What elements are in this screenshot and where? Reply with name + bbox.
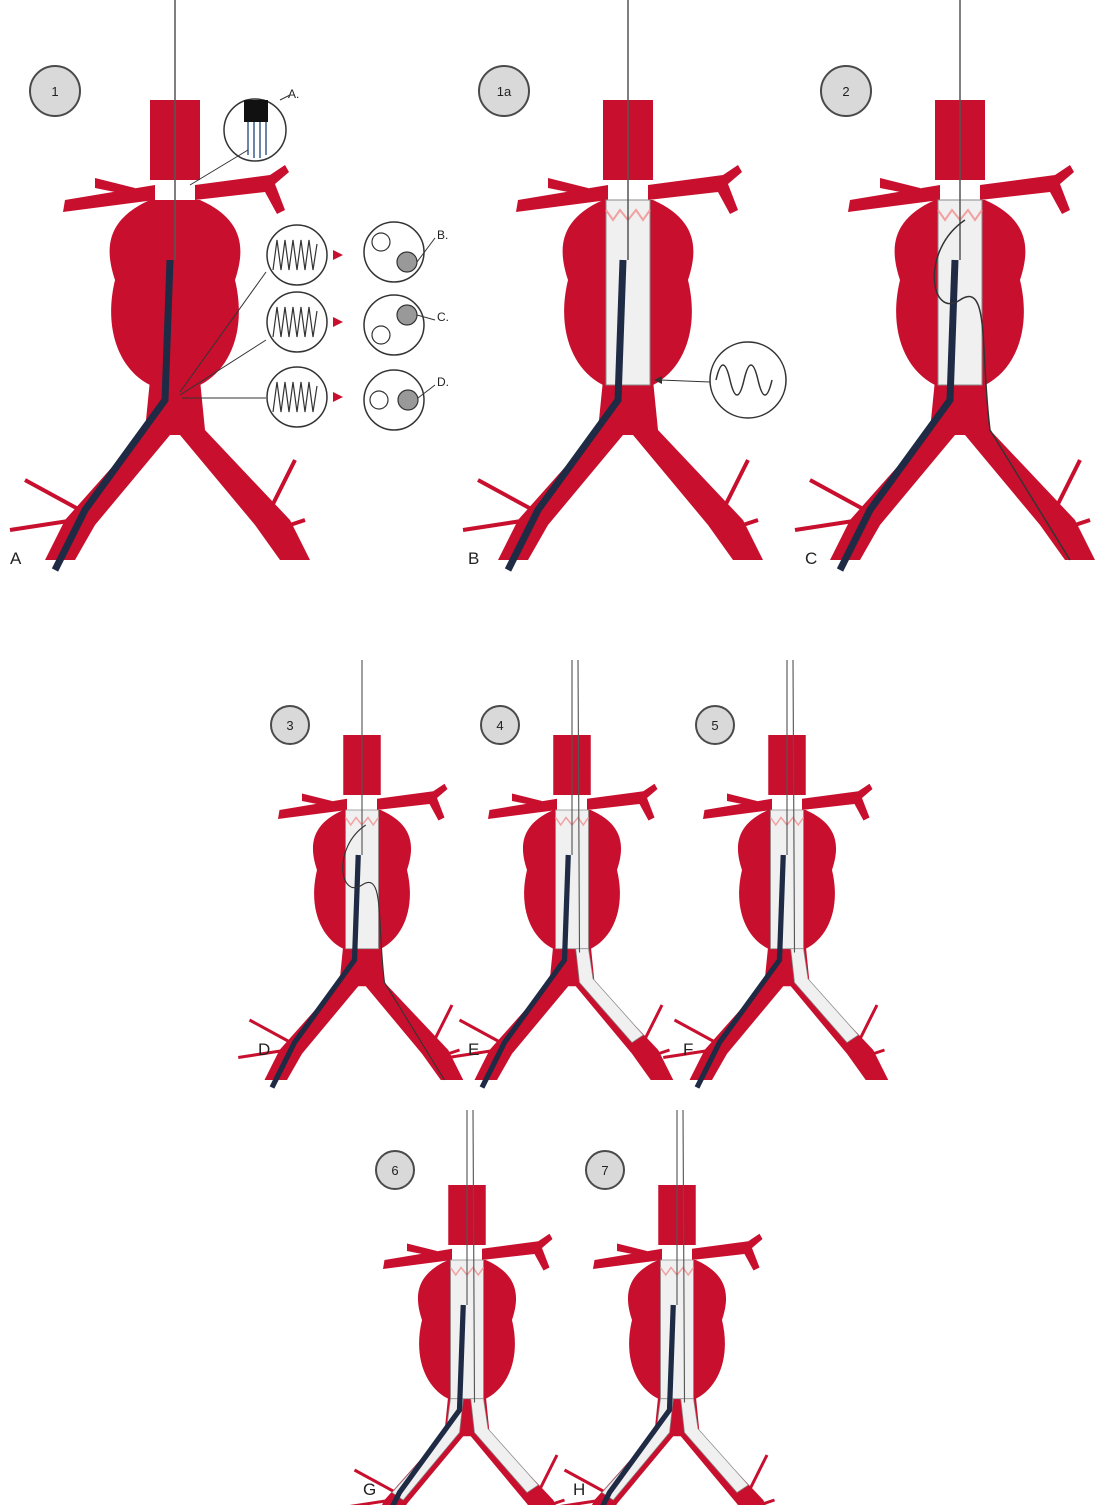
step-badge-1: 1 xyxy=(29,65,81,117)
aorta-diagram-H xyxy=(570,1065,785,1505)
callout-label-d: D. xyxy=(437,375,449,389)
panel-label-A: A xyxy=(10,549,21,569)
panel-label-E: E xyxy=(468,1040,479,1060)
panel-D: 3 D xyxy=(255,615,470,1065)
red-arrow-d xyxy=(333,392,343,402)
panel-G: 6 G xyxy=(360,1065,575,1505)
callout-label-c: C. xyxy=(437,310,449,324)
step-badge-3: 3 xyxy=(270,705,310,745)
panel-label-H: H xyxy=(573,1480,585,1500)
step-badge-2: 2 xyxy=(820,65,872,117)
step-badge-1a: 1a xyxy=(478,65,530,117)
panel-F: 5 F xyxy=(680,615,895,1065)
aorta-diagram-E xyxy=(465,615,680,1065)
panel-C: 2 C xyxy=(800,0,1100,575)
panel-label-C: C xyxy=(805,549,817,569)
aorta-diagram-G xyxy=(360,1065,575,1505)
position-circle-d xyxy=(364,370,435,430)
aorta-diagram-F xyxy=(680,615,895,1065)
panel-label-B: B xyxy=(468,549,479,569)
iliac-arteries xyxy=(45,380,310,560)
panel-label-G: G xyxy=(363,1480,376,1500)
iliac-arteries xyxy=(498,380,763,560)
callout-label-b: B. xyxy=(437,228,448,242)
iliac-arteries xyxy=(830,380,1095,560)
red-arrow-c xyxy=(333,317,343,327)
callout-label-a: A. xyxy=(288,87,299,101)
aorta-diagram-D xyxy=(255,615,470,1065)
step-badge-5: 5 xyxy=(695,705,735,745)
iliac-arteries xyxy=(475,945,674,1080)
panel-label-F: F xyxy=(683,1040,693,1060)
panel-E: 4 E xyxy=(465,615,680,1065)
panel-H: 7 H xyxy=(570,1065,785,1505)
red-arrow-b xyxy=(333,250,343,260)
step-badge-7: 7 xyxy=(585,1150,625,1190)
step-badge-6: 6 xyxy=(375,1150,415,1190)
panel-A: 1 A xyxy=(0,0,330,575)
panel-label-D: D xyxy=(258,1040,270,1060)
iliac-arteries xyxy=(265,945,464,1080)
position-circle-b xyxy=(364,222,435,282)
step-badge-4: 4 xyxy=(480,705,520,745)
iliac-arteries xyxy=(690,945,889,1080)
panel-B: 1a B xyxy=(460,0,780,575)
position-circle-c xyxy=(364,295,435,355)
